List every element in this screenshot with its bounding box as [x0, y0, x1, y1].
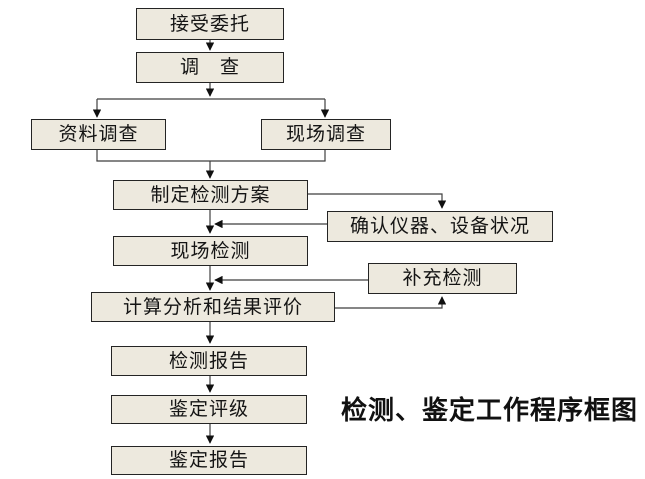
flow-node-data-survey: 资料调查: [31, 119, 166, 150]
flow-node-analysis-evaluation: 计算分析和结果评价: [91, 292, 335, 322]
flow-node-appraisal-rating: 鉴定评级: [111, 395, 307, 424]
flow-node-confirm-equipment: 确认仪器、设备状况: [327, 211, 553, 242]
flow-node-investigation: 调 查: [136, 52, 284, 83]
flow-node-accept-commission: 接受委托: [136, 8, 284, 40]
connector-plan-to-equipment: [308, 193, 447, 209]
flow-node-testing-report: 检测报告: [111, 346, 307, 376]
flow-node-site-testing: 现场检测: [113, 236, 308, 266]
flow-node-appraisal-report: 鉴定报告: [111, 446, 307, 475]
flow-node-make-testing-plan: 制定检测方案: [113, 180, 308, 210]
diagram-title: 检测、鉴定工作程序框图: [341, 396, 639, 425]
flow-node-site-survey: 现场调查: [261, 119, 391, 150]
flow-node-supplementary-testing: 补充检测: [368, 263, 517, 294]
connector-analysis-to-supplement: [335, 296, 447, 309]
